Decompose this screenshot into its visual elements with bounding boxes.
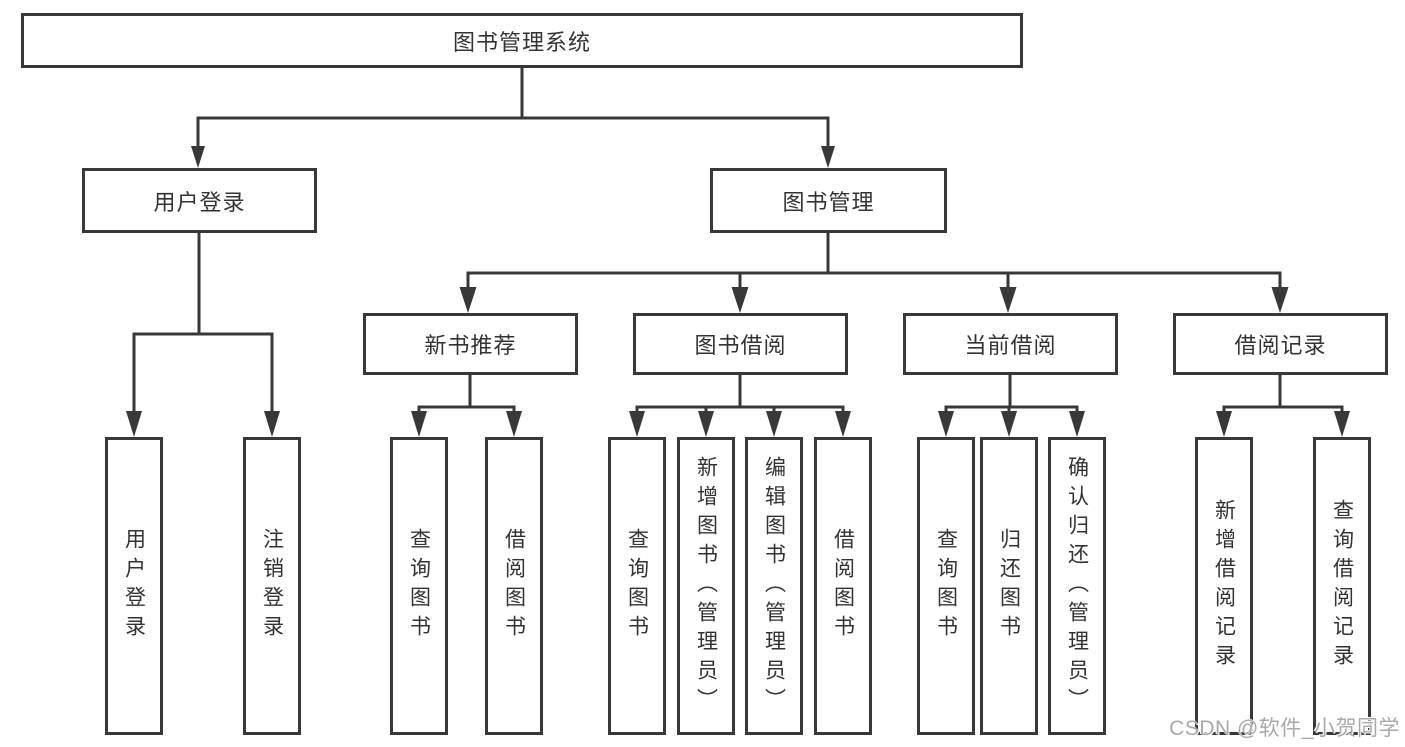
arrowhead-icon: [938, 411, 954, 437]
connector-book-mgmt: [459, 233, 1289, 313]
arrowhead-icon: [126, 411, 142, 437]
leaf-label: 新增图书（管理员）: [694, 455, 718, 717]
leaf-query-books-current: 查询图书: [917, 437, 975, 735]
leaf-label: 用户登录: [122, 528, 146, 644]
node-label: 用户登录: [153, 189, 246, 215]
arrowhead-icon: [1001, 411, 1017, 437]
arrowhead-icon: [1216, 411, 1232, 437]
node-current-borrowing: 当前借阅: [903, 313, 1118, 375]
leaf-label: 确认归还（管理员）: [1065, 455, 1089, 717]
connector-current-borrow: [938, 375, 1085, 437]
connector-new-books: [411, 375, 522, 437]
connector-borrow-records: [1216, 375, 1350, 437]
leaf-return-books: 归还图书: [980, 437, 1038, 735]
node-label: 新书推荐: [424, 333, 517, 358]
connector-root: [191, 68, 835, 168]
leaf-user-login: 用户登录: [105, 437, 163, 735]
node-new-book-recommendation: 新书推荐: [363, 313, 578, 375]
leaf-label: 新增借阅记录: [1212, 499, 1236, 673]
connector-book-borrow: [629, 375, 851, 437]
leaf-borrow-books-new: 借阅图书: [485, 437, 543, 735]
connector-user-login: [126, 233, 280, 437]
arrowhead-icon: [999, 287, 1017, 313]
node-label: 当前借阅: [964, 333, 1057, 358]
leaf-label: 注销登录: [260, 528, 284, 644]
arrowhead-icon: [731, 287, 749, 313]
leaf-logout: 注销登录: [243, 437, 301, 735]
arrowhead-icon: [1069, 411, 1085, 437]
leaf-query-books-new: 查询图书: [390, 437, 448, 735]
arrowhead-icon: [1271, 287, 1289, 313]
leaf-label: 查询图书: [407, 528, 431, 644]
node-label: 图书管理: [782, 189, 875, 215]
arrowhead-icon: [1334, 411, 1350, 437]
arrowhead-icon: [698, 411, 714, 437]
node-book-borrowing: 图书借阅: [633, 313, 848, 375]
csdn-watermark: CSDN @软件_小贺同学: [1169, 717, 1400, 740]
leaf-label: 查询图书: [625, 528, 649, 644]
leaf-query-borrow-record: 查询借阅记录: [1313, 437, 1371, 735]
leaf-add-books-admin: 新增图书（管理员）: [677, 437, 735, 735]
leaf-label: 查询图书: [934, 528, 958, 644]
leaf-label: 借阅图书: [502, 528, 526, 644]
node-label: 图书管理系统: [452, 29, 591, 55]
leaf-query-books-borrow: 查询图书: [608, 437, 666, 735]
node-label: 借阅记录: [1234, 333, 1327, 358]
node-label: 图书借阅: [694, 333, 787, 358]
leaf-label: 借阅图书: [831, 528, 855, 644]
node-borrowing-records: 借阅记录: [1173, 313, 1388, 375]
arrowhead-icon: [411, 411, 427, 437]
leaf-edit-books-admin: 编辑图书（管理员）: [745, 437, 803, 735]
leaf-label: 编辑图书（管理员）: [762, 455, 786, 717]
node-book-management: 图书管理: [710, 168, 947, 233]
arrowhead-icon: [264, 411, 280, 437]
arrowhead-icon: [459, 287, 477, 313]
arrowhead-icon: [766, 411, 782, 437]
arrowhead-icon: [629, 411, 645, 437]
leaf-label: 归还图书: [997, 528, 1021, 644]
leaf-borrow-books: 借阅图书: [814, 437, 872, 735]
leaf-add-borrow-record: 新增借阅记录: [1195, 437, 1253, 735]
arrowhead-icon: [506, 411, 522, 437]
node-library-system: 图书管理系统: [21, 13, 1023, 68]
leaf-confirm-return-admin: 确认归还（管理员）: [1048, 437, 1106, 735]
arrowhead-icon: [835, 411, 851, 437]
arrowhead-icon: [821, 146, 835, 168]
arrowhead-icon: [191, 146, 205, 168]
leaf-label: 查询借阅记录: [1330, 499, 1354, 673]
node-user-login: 用户登录: [82, 168, 317, 233]
